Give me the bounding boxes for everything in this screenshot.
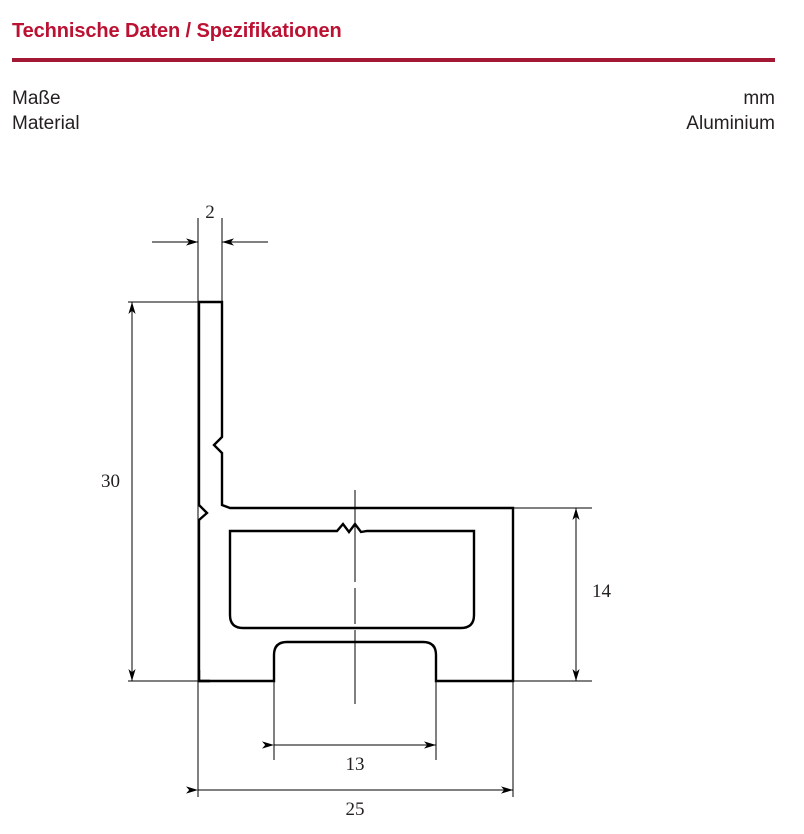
profile-cross-section-svg: 2 30 14 13 25 (101, 202, 612, 820)
dimension-25: 25 (186, 786, 513, 820)
profile-outline (197, 300, 515, 683)
table-row: Maße mm (12, 86, 775, 111)
dim-2-label: 2 (205, 202, 215, 223)
header-divider (12, 58, 775, 62)
dim-14-label: 14 (592, 581, 612, 602)
dimension-2: 2 (152, 202, 268, 246)
dim-13-label: 13 (346, 754, 365, 775)
spec-label-masse: Maße (12, 88, 61, 109)
dimension-14: 14 (572, 508, 612, 681)
dim-30-label: 30 (101, 471, 120, 492)
dim-25-label: 25 (346, 799, 365, 820)
spec-value-masse: mm (743, 88, 775, 109)
fillet-bottom-left (197, 670, 210, 683)
dimension-30: 30 (101, 302, 136, 681)
profile-cavity-path (228, 522, 476, 630)
profile-outer-path (197, 300, 515, 683)
spec-label-material: Material (12, 113, 80, 134)
page-title: Technische Daten / Spezifikationen (12, 20, 342, 42)
table-row: Material Aluminium (12, 111, 775, 136)
base-fillets (197, 670, 210, 683)
spec-table: Maße mm Material Aluminium (12, 86, 775, 136)
technical-drawing: 2 30 14 13 25 (0, 160, 804, 834)
spec-header: Technische Daten / Spezifikationen (12, 18, 776, 44)
dimension-13: 13 (262, 741, 436, 775)
spec-value-material: Aluminium (686, 113, 775, 134)
